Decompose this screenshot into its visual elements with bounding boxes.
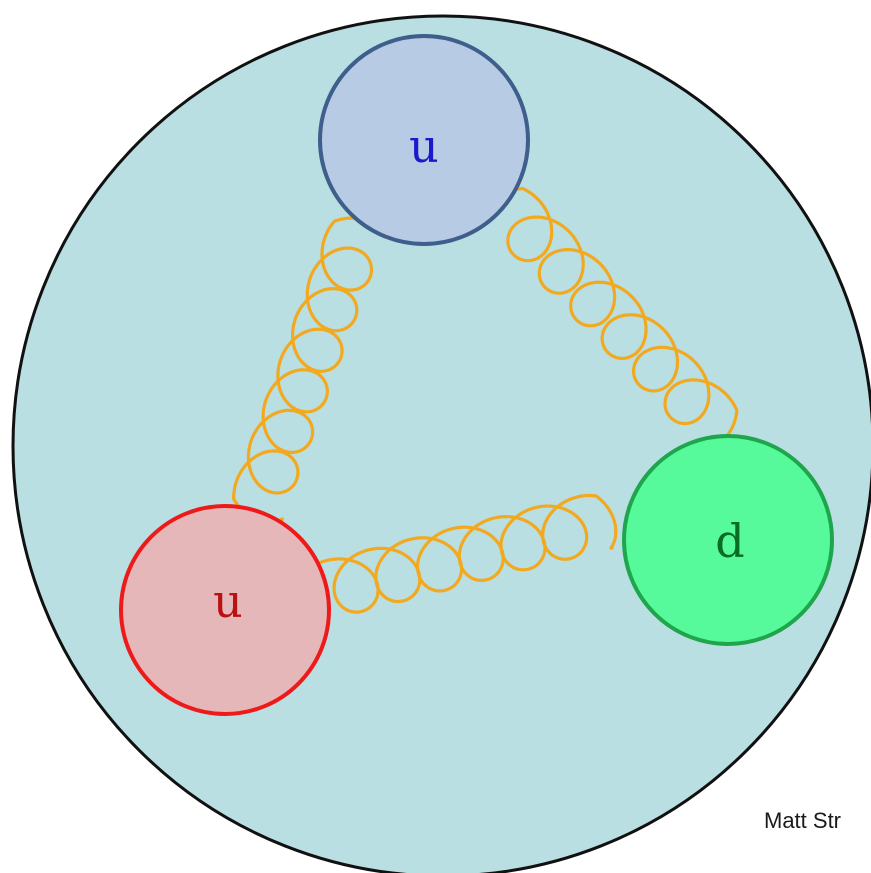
quark-left-label: u bbox=[213, 574, 243, 628]
quark-left: u bbox=[119, 504, 331, 716]
quark-top-circle bbox=[318, 34, 530, 246]
gluon-bottom bbox=[302, 493, 618, 624]
quark-top-label: u bbox=[409, 119, 439, 173]
gluon-top-left bbox=[232, 216, 387, 524]
quark-top: u bbox=[318, 34, 530, 246]
gluon-top-right bbox=[480, 186, 739, 452]
quark-right-label: d bbox=[715, 514, 744, 568]
author-credit: Matt Str bbox=[764, 808, 842, 833]
quark-right: d bbox=[622, 434, 834, 646]
quark-left-circle bbox=[119, 504, 331, 716]
quark-right-circle bbox=[622, 434, 834, 646]
